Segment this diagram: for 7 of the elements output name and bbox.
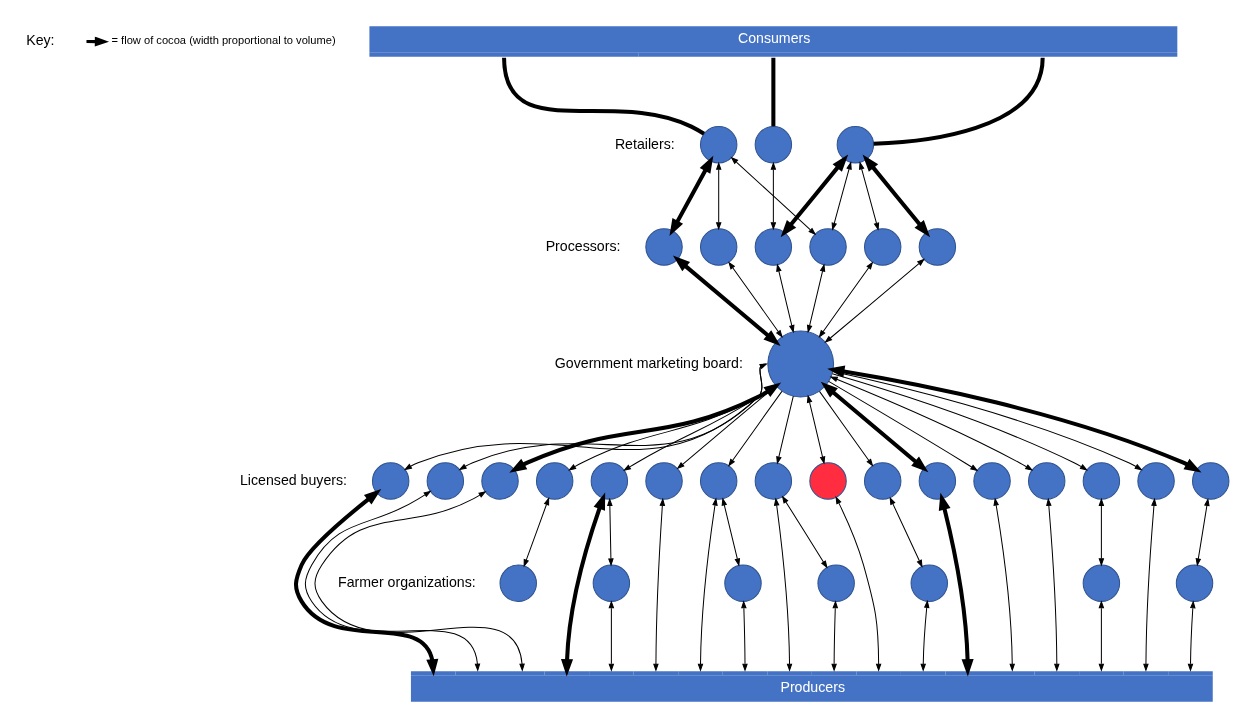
- label: Retailers:: [614, 135, 675, 152]
- label: Licensed buyers:: [239, 471, 347, 488]
- label: Key:: [25, 32, 55, 49]
- label: Farmer organizations:: [337, 573, 476, 590]
- label: Government marketing board:: [554, 354, 743, 371]
- legend-label: = flow of cocoa (width proportional to volume): [111, 34, 336, 47]
- label: Processors:: [545, 237, 620, 254]
